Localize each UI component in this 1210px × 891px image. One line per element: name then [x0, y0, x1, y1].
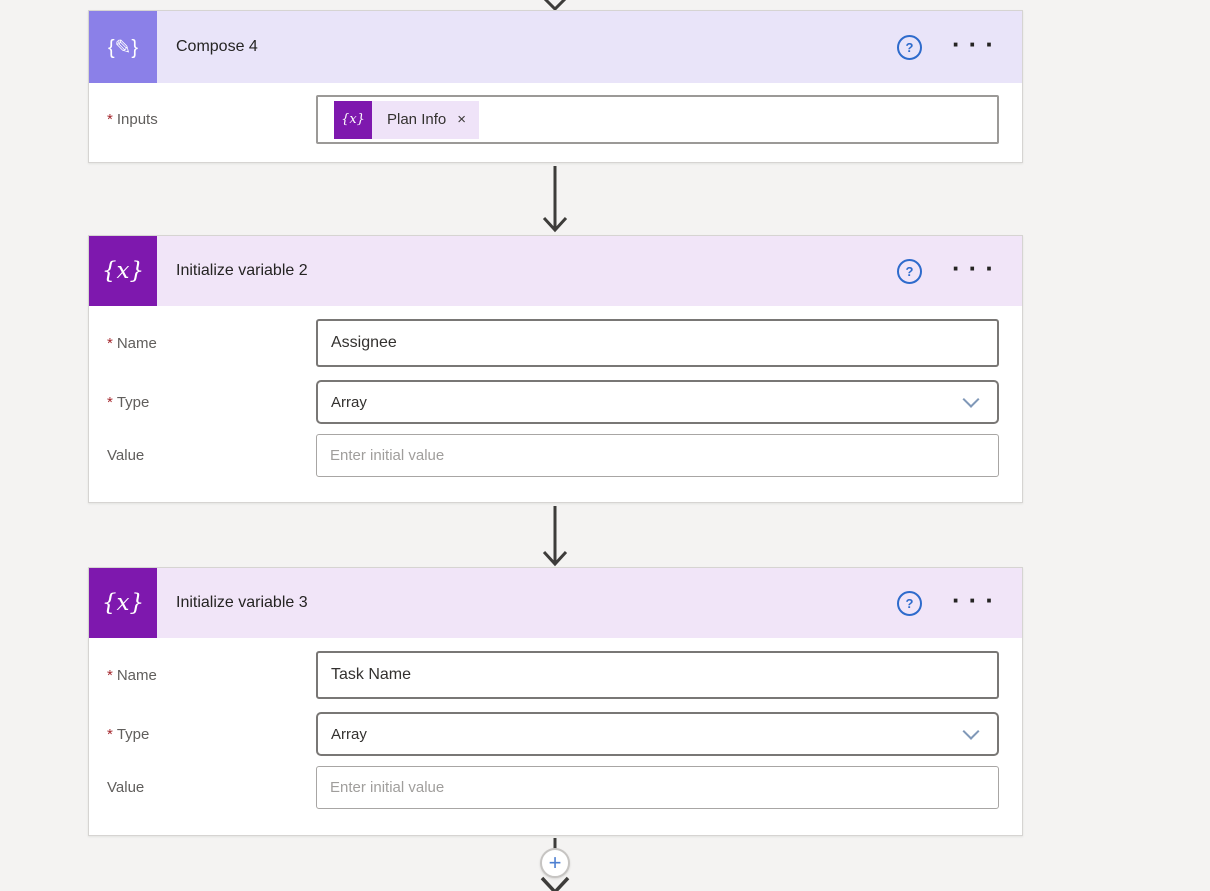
token-variable-icon: {x}	[334, 100, 372, 139]
required-marker: *	[107, 334, 113, 352]
name-label: *Name	[107, 334, 157, 352]
connector-arrow-top	[543, 0, 567, 10]
help-icon[interactable]: ?	[897, 590, 923, 616]
value-row: Value	[89, 766, 1022, 809]
name-row: *Name	[89, 319, 1022, 367]
type-dropdown-value: Array	[331, 725, 367, 743]
value-label: Value	[107, 779, 145, 796]
action-card-initialize-variable-2: {x} Initialize variable 2 ? ··· *Name *T…	[88, 235, 1023, 503]
card-title: Initialize variable 2	[176, 262, 308, 279]
connector-arrow-1	[542, 166, 568, 233]
token-close-icon[interactable]: ×	[457, 111, 466, 128]
type-dropdown[interactable]: Array	[316, 380, 999, 424]
required-marker: *	[107, 111, 113, 128]
type-dropdown-value: Array	[331, 393, 367, 411]
type-label: *Type	[107, 393, 150, 411]
type-row: *Type Array	[89, 380, 1022, 424]
name-row: *Name	[89, 651, 1022, 699]
compose-icon: {✎}	[89, 11, 157, 83]
plan-info-token[interactable]: {x} Plan Info ×	[334, 100, 479, 139]
connector-arrow-2	[542, 506, 568, 567]
required-marker: *	[107, 666, 113, 684]
name-input[interactable]	[316, 651, 999, 699]
chevron-down-icon	[962, 390, 980, 408]
card-title: Initialize variable 3	[176, 594, 308, 611]
type-dropdown[interactable]: Array	[316, 712, 999, 756]
action-card-compose-4: {✎} Compose 4 ? ··· *Inputs {x} Plan Inf…	[88, 10, 1023, 163]
chevron-down-icon	[962, 722, 980, 740]
value-label: Value	[107, 447, 145, 464]
card-header-initialize-variable-3[interactable]: {x} Initialize variable 3 ? ···	[89, 568, 1022, 638]
card-title: Compose 4	[176, 38, 258, 55]
more-menu-icon[interactable]: ···	[952, 253, 1002, 283]
value-row: Value	[89, 434, 1022, 477]
more-menu-icon[interactable]: ···	[952, 585, 1002, 615]
type-label: *Type	[107, 725, 150, 743]
action-card-initialize-variable-3: {x} Initialize variable 3 ? ··· *Name *T…	[88, 567, 1023, 836]
type-row: *Type Array	[89, 712, 1022, 756]
name-input[interactable]	[316, 319, 999, 367]
inputs-label: *Inputs	[107, 111, 158, 128]
required-marker: *	[107, 393, 113, 411]
inputs-row: *Inputs {x} Plan Info ×	[89, 95, 1022, 144]
inputs-field[interactable]: {x} Plan Info ×	[316, 95, 999, 144]
help-icon[interactable]: ?	[897, 258, 923, 284]
more-menu-icon[interactable]: ···	[952, 29, 1002, 59]
card-header-initialize-variable-2[interactable]: {x} Initialize variable 2 ? ···	[89, 236, 1022, 306]
insert-step-button[interactable]: +	[540, 848, 570, 878]
value-input[interactable]	[316, 434, 999, 477]
variable-icon: {x}	[89, 236, 157, 306]
help-icon[interactable]: ?	[897, 34, 923, 60]
token-label: Plan Info	[387, 111, 447, 128]
required-marker: *	[107, 725, 113, 743]
value-input[interactable]	[316, 766, 999, 809]
card-header-compose-4[interactable]: {✎} Compose 4 ? ···	[89, 11, 1022, 83]
name-label: *Name	[107, 666, 157, 684]
variable-icon: {x}	[89, 568, 157, 638]
